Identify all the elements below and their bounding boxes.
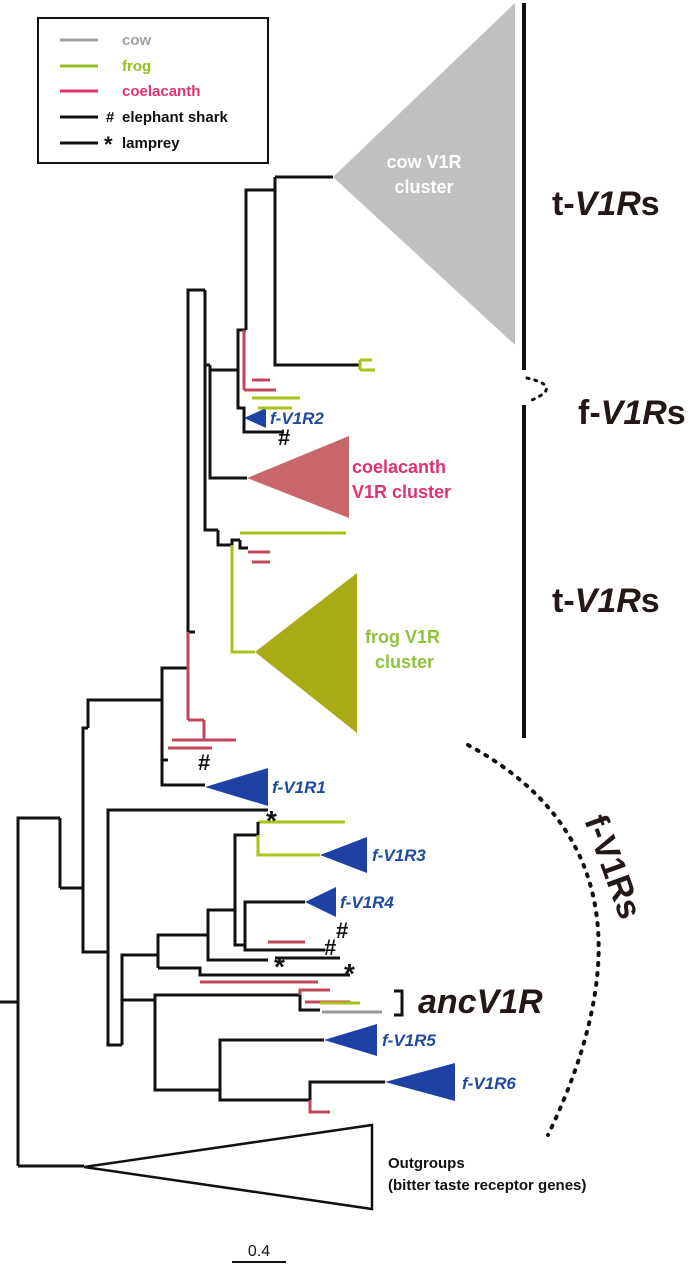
f-v1rs-label-middle: f-V1Rs [578, 394, 686, 432]
f-v1rs-lower-arc [466, 743, 601, 1137]
fv1r6-label: f-V1R6 [462, 1074, 516, 1093]
legend-label-frog: frog [122, 58, 151, 75]
shark-marker-3: # [336, 918, 348, 943]
fv1r4-label: f-V1R4 [340, 893, 394, 912]
lamprey-marker-1: * [266, 805, 277, 836]
fv1r5-triangle [324, 1024, 377, 1056]
fv1r2-label: f-V1R2 [270, 409, 324, 428]
legend-label-lamprey: lamprey [122, 135, 180, 152]
legend: cow frog coelacanth # elephant shark * l… [37, 17, 269, 164]
outgroups-label-line2: (bitter taste receptor genes) [388, 1177, 586, 1194]
anc-v1r-label: ancV1R [418, 983, 543, 1021]
legend-label-coelacanth: coelacanth [122, 83, 200, 100]
fv1r5-label: f-V1R5 [382, 1031, 436, 1050]
cow-cluster-triangle [333, 3, 515, 345]
anc-bracket [394, 989, 404, 1017]
legend-marker-lamprey: * [104, 132, 113, 157]
fv1r4-triangle [305, 887, 336, 917]
outgroups-label-line1: Outgroups [388, 1155, 465, 1172]
tree-branches [0, 175, 385, 1168]
t-v1rs-label-upper: t-V1Rs [552, 185, 660, 223]
cow-cluster-label-line1: cow V1R [386, 152, 461, 172]
frog-cluster-label-line2: cluster [375, 652, 434, 672]
fv1r2-triangle [244, 408, 266, 428]
outgroup-triangle [83, 1123, 374, 1211]
fv1r3-triangle [320, 837, 367, 873]
lamprey-marker-3: * [344, 958, 355, 989]
legend-marker-shark: # [106, 109, 115, 126]
f-v1rs-label-vertical: f-V1Rs [576, 810, 649, 924]
fv1r6-triangle [385, 1063, 455, 1101]
shark-marker-2: # [198, 750, 210, 775]
cow-cluster-label-line2: cluster [394, 177, 453, 197]
shark-marker-4: # [324, 935, 336, 960]
fv1r1-label: f-V1R1 [272, 778, 326, 797]
legend-label-cow: cow [122, 32, 152, 49]
fv1r3-label: f-V1R3 [372, 846, 426, 865]
lamprey-marker-2: * [274, 951, 285, 982]
fv1r1-triangle [205, 768, 268, 806]
coelacanth-cluster-triangle [247, 436, 349, 518]
scale-label: 0.4 [248, 1243, 270, 1260]
f-v1rs-upper-arc [525, 376, 548, 404]
coelacanth-cluster-label-line1: coelacanth [352, 457, 446, 477]
coelacanth-cluster-label-line2: V1R cluster [352, 482, 451, 502]
t-v1rs-label-lower: t-V1Rs [552, 582, 660, 620]
frog-cluster-label-line1: frog V1R [365, 627, 440, 647]
frog-cluster-triangle [255, 573, 357, 733]
legend-label-shark: elephant shark [122, 109, 229, 126]
shark-marker-1: # [278, 425, 290, 450]
